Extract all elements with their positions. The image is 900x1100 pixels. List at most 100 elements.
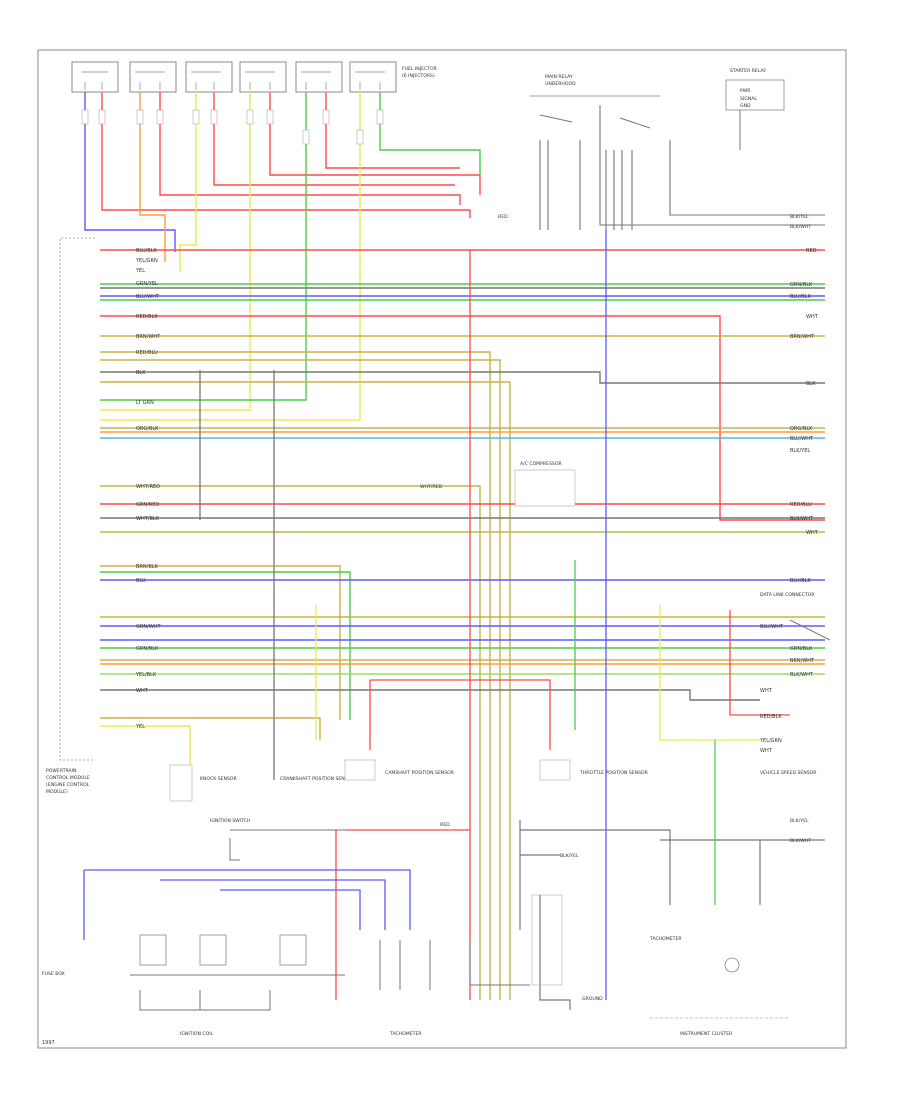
fuel-injector-3 xyxy=(185,61,233,93)
ignition-coils: IGNITION COIL FUSE BOX xyxy=(42,869,411,1037)
fuel-injector-1 xyxy=(71,61,119,93)
fuse-box-label: FUSE BOX xyxy=(42,971,65,977)
right-label-3: BLU/BLK xyxy=(790,294,812,300)
ic-tach-label: TACHOMETER xyxy=(649,936,682,942)
ecm-label-20: WHT xyxy=(136,688,149,694)
sensor-blocks: KNOCK SENSOR CRANKSHAFT POSITION SENSOR … xyxy=(169,759,817,802)
ecm-label-12: WHT/RED xyxy=(136,484,160,490)
ecm-wire-labels-left: BLU/BLK YEL/GRN YEL GRN/YEL BLU/WHT RED/… xyxy=(135,248,161,730)
tachometer-label: TACHOMETER xyxy=(389,1031,422,1037)
ecm-label-2: YEL/GRN xyxy=(135,258,158,264)
wire-label-blk-wht-ic: BLK/WHT xyxy=(790,838,811,844)
fuel-injector-5 xyxy=(295,61,343,93)
starter-relay-label: STARTER RELAY xyxy=(730,68,766,74)
wire-label-red-ign: RED xyxy=(440,822,450,828)
right-label-11: BLK/WHT xyxy=(790,516,814,522)
ecm-label-18: GRN/BLK xyxy=(136,646,159,652)
cam-sensor-label: CAMSHAFT POSITION SENSOR xyxy=(385,770,455,776)
ignition-switch-label: IGNITION SWITCH xyxy=(210,818,250,824)
footer-code: 1997 xyxy=(42,1040,55,1046)
ecm-label-9: BLK xyxy=(136,370,146,376)
signal-label: SIGNAL xyxy=(740,96,757,102)
pwr-label: PWR xyxy=(740,88,751,94)
fuel-injector-6 xyxy=(349,61,397,93)
gauge-icon xyxy=(724,957,740,973)
instrument-cluster: TACHOMETER INSTRUMENT CLUSTER xyxy=(649,870,790,1037)
ecm-label-11: ORG/BLK xyxy=(136,426,159,432)
right-label-4: WHT xyxy=(806,314,819,320)
right-label-19: RED/BLK xyxy=(760,714,782,720)
fuel-injector-title: FUEL INJECTOR xyxy=(402,66,438,72)
ecm-label-6: RED/BLK xyxy=(136,314,158,320)
right-label-18: WHT xyxy=(760,688,773,694)
main-relay: MAIN RELAY UNDERHOOD xyxy=(530,74,825,230)
ecm-label-17: GRN/WHT xyxy=(136,624,161,630)
ecm-label-3: YEL xyxy=(135,268,145,274)
right-label-6: BLK xyxy=(806,381,816,387)
wire-label-blk-yel-1: BLK/YEL xyxy=(790,214,809,220)
ecm-wire-labels-right: RED GRN/BLK BLU/BLK WHT BRN/WHT BLK ORG/… xyxy=(759,248,819,754)
ecm-label-8: RED/BLU xyxy=(136,350,158,356)
ecm-title: POWERTRAIN xyxy=(46,768,76,774)
instrument-wires xyxy=(519,820,825,1010)
right-label-20: YEL/GRN xyxy=(759,738,782,744)
ecm-label-14: WHT/BLK xyxy=(136,516,160,522)
wire-label-blk-yel-ic: BLK/YEL xyxy=(560,853,579,859)
throttle-sensor-label: THROTTLE POSITION SENSOR xyxy=(579,770,649,776)
ignition-coil-label: IGNITION COIL xyxy=(180,1031,214,1037)
ecm-line3: (ENGINE CONTROL xyxy=(46,782,90,788)
ecm-label-19: YEL/BLK xyxy=(135,672,157,678)
ac-compressor-block: A/C COMPRESSOR xyxy=(514,461,576,507)
ecm-label-1: BLU/BLK xyxy=(136,248,158,254)
vertical-feeders xyxy=(199,230,790,1000)
wire-label-blk-wht-1: BLK/WHT xyxy=(790,224,811,230)
knock-sensor-label: KNOCK SENSOR xyxy=(200,776,238,782)
bottom-connectors: TACHOMETER GROUND xyxy=(379,894,603,1037)
right-label-13: BLU/BLK xyxy=(790,578,812,584)
wire-label-blk-yel-ic2: BLK/YEL xyxy=(790,818,809,824)
right-label-17: BLK/WHT xyxy=(790,672,814,678)
ecm-line4: MODULE) xyxy=(46,789,68,795)
right-label-16: BRN/WHT xyxy=(790,658,815,664)
right-label-7: ORG/BLK xyxy=(790,426,813,432)
ecm-label-7: BRN/WHT xyxy=(136,334,161,340)
ecm-label-4: GRN/YEL xyxy=(136,281,158,287)
right-label-12: WHT xyxy=(806,530,819,536)
knock-sensor-box xyxy=(169,764,193,802)
right-label-8: BLU/WHT xyxy=(790,436,814,442)
diagram-frame xyxy=(37,49,847,1049)
injector-wire-tags xyxy=(81,109,384,145)
fuel-injectors: FUEL INJECTOR (6 INJECTORS) xyxy=(71,61,438,93)
ecm-label-10: LT GRN xyxy=(136,400,154,406)
wire-label-wht-red: WHT/RED xyxy=(420,484,442,490)
right-label-1: RED xyxy=(806,248,817,254)
starter-relay-box: STARTER RELAY PWR SIGNAL GND xyxy=(725,68,785,150)
instrument-cluster-label: INSTRUMENT CLUSTER xyxy=(680,1031,733,1037)
speed-sensor-label: VEHICLE SPEED SENSOR xyxy=(760,770,817,776)
ecm-label-16: BLU xyxy=(136,578,146,584)
ground-label: GROUND xyxy=(582,996,603,1002)
data-link-label: DATA LINK CONNECTOR xyxy=(760,592,815,598)
right-label-15: GRN/BLK xyxy=(790,646,813,652)
gnd-label: GND xyxy=(740,103,751,109)
fuel-injector-4 xyxy=(239,61,287,93)
ignition-switch-block: IGNITION SWITCH RED xyxy=(210,818,470,1000)
right-label-2: GRN/BLK xyxy=(790,282,813,288)
underhood-label: UNDERHOOD xyxy=(545,81,576,87)
right-label-10: RED/BLU xyxy=(790,502,812,508)
ecm-label-21: YEL xyxy=(135,724,145,730)
right-label-5: BRN/WHT xyxy=(790,334,815,340)
ac-compressor-label: A/C COMPRESSOR xyxy=(520,461,562,467)
ecm-label-13: GRN/RED xyxy=(136,502,159,508)
data-link-block: DATA LINK CONNECTOR xyxy=(760,592,831,641)
main-relay-label: MAIN RELAY xyxy=(545,74,573,80)
fuel-injector-subtitle: (6 INJECTORS) xyxy=(402,73,435,79)
crank-sensor-label: CRANKSHAFT POSITION SENSOR xyxy=(280,776,355,782)
fuel-injector-2 xyxy=(129,61,177,93)
ecm-line2: CONTROL MODULE xyxy=(46,775,90,781)
right-label-14: BLU/WHT xyxy=(760,624,784,630)
ecm-wire-bundle xyxy=(100,249,825,1000)
ecm-connector: POWERTRAIN CONTROL MODULE (ENGINE CONTRO… xyxy=(46,237,95,795)
right-label-21: WHT xyxy=(760,748,773,754)
